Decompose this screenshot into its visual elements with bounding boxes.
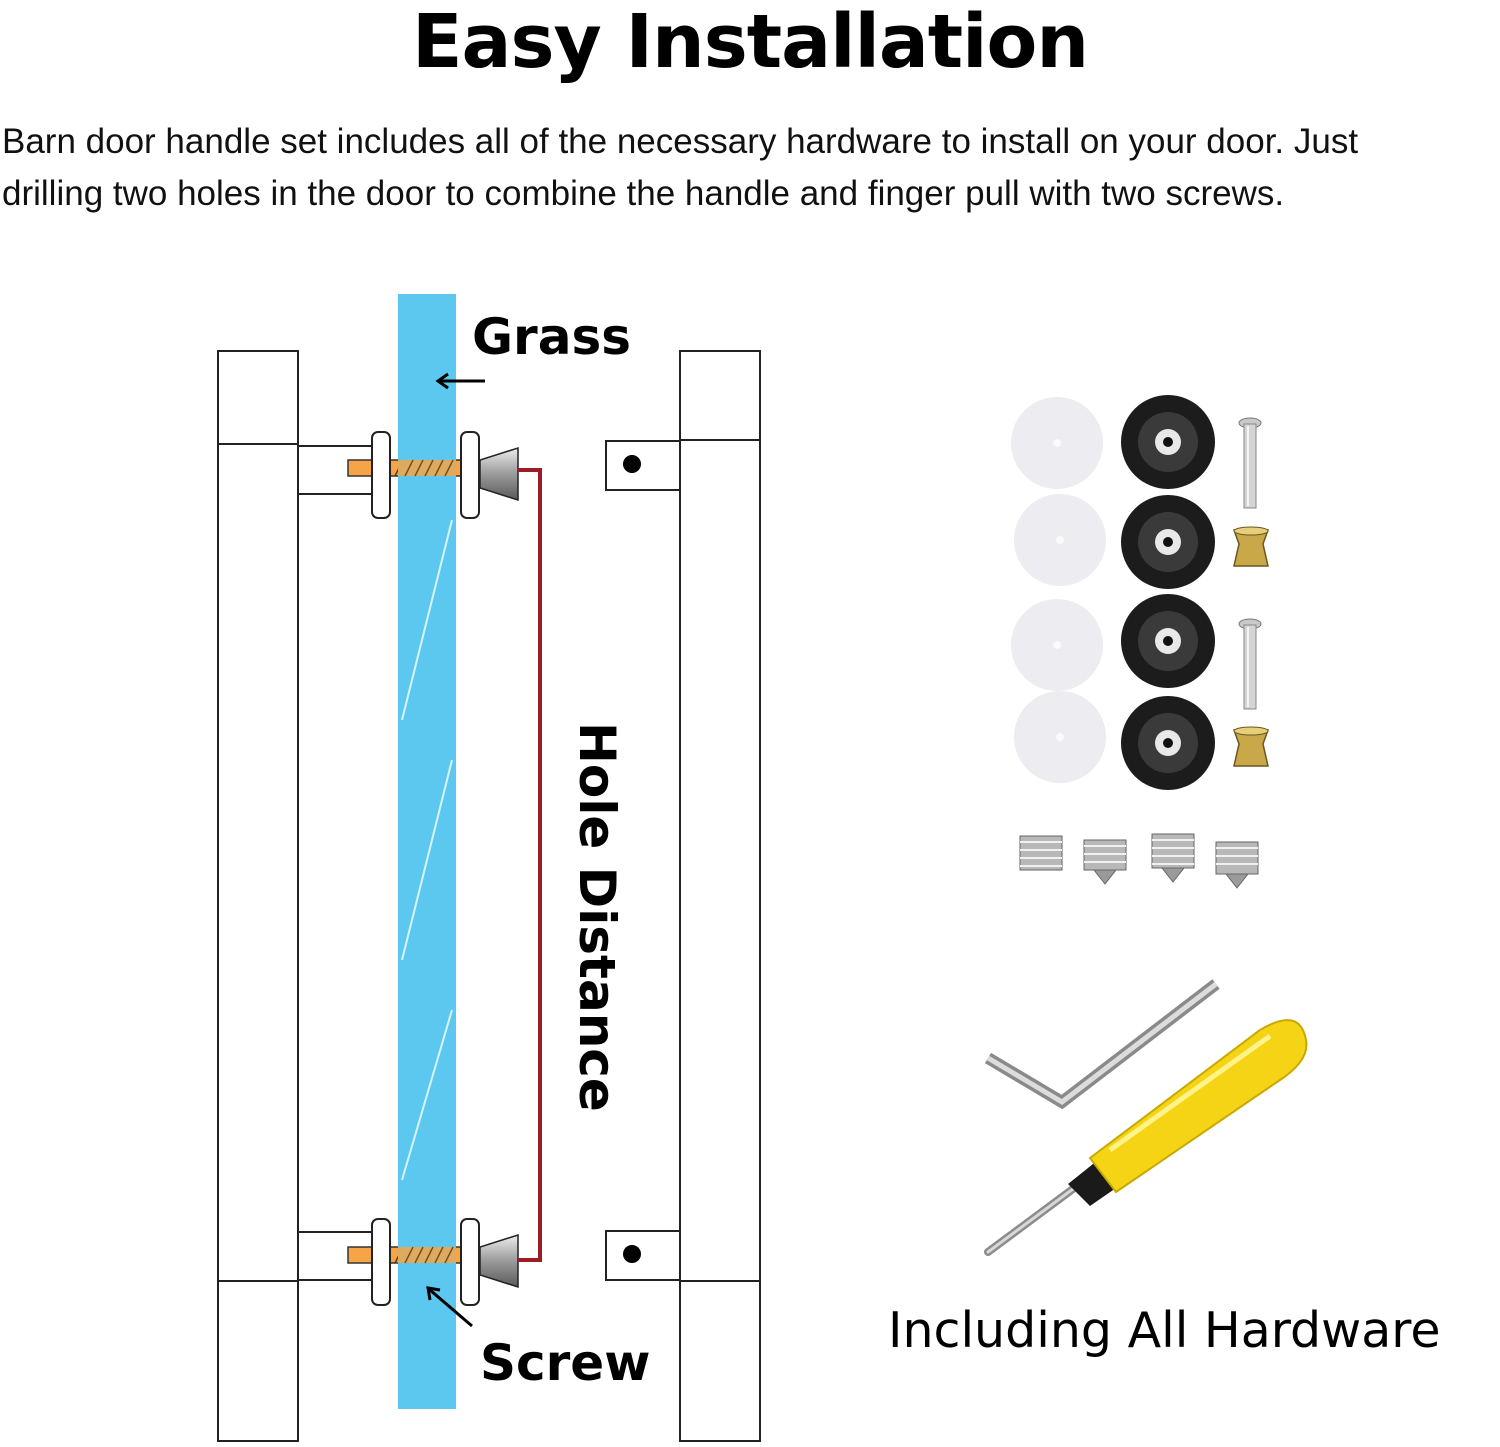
cone-nut-bottom [479, 1233, 519, 1289]
white-cap-icon [1014, 494, 1106, 586]
set-screw-icon [1151, 833, 1195, 883]
glass-label: Grass [472, 308, 631, 366]
set-screw-icon [1019, 835, 1063, 871]
black-washer-icon [1121, 495, 1215, 589]
right-standoff-top [605, 440, 681, 491]
white-cap-icon [1011, 599, 1103, 691]
white-cap-icon [1011, 397, 1103, 489]
left-handle [217, 350, 299, 1442]
set-screw-icon [1083, 839, 1127, 885]
black-washer-set [1121, 395, 1215, 790]
description-line-2: drilling two holes in the door to combin… [2, 174, 1285, 213]
black-washer-icon [1121, 594, 1215, 688]
right-handle [679, 350, 761, 1442]
right-standoff-bottom [605, 1230, 681, 1281]
washer-bottom-left [371, 1218, 391, 1306]
bolt-icon [1238, 618, 1262, 710]
description-line-1: Barn door handle set includes all of the… [2, 122, 1359, 161]
washer-top-left [371, 431, 391, 519]
arrow-glass [435, 372, 485, 390]
screw-label: Screw [480, 1334, 651, 1392]
brass-nut-icon [1232, 526, 1270, 567]
hole-distance-label: Hole Distance [568, 722, 626, 1112]
white-cap-set [1011, 397, 1106, 783]
description: Barn door handle set includes all of the… [2, 116, 1500, 220]
black-washer-icon [1121, 696, 1215, 790]
washer-bottom-right [460, 1218, 480, 1306]
set-screw-icon [1215, 841, 1259, 889]
brass-nut-icon [1232, 726, 1270, 767]
set-screw-set [1019, 833, 1259, 889]
hex-key-icon [984, 979, 1220, 1110]
washer-top-right [460, 431, 480, 519]
cone-nut-top [479, 446, 519, 502]
screwdriver-icon [984, 1019, 1308, 1256]
hole-distance-line [518, 468, 542, 1262]
page-title: Easy Installation [411, 0, 1089, 85]
white-cap-icon [1014, 691, 1106, 783]
hardware-caption: Including All Hardware [888, 1302, 1441, 1359]
glass-panel [398, 294, 456, 1409]
bolt-icon [1238, 417, 1262, 509]
arrow-screw [426, 1286, 473, 1328]
black-washer-icon [1121, 395, 1215, 489]
